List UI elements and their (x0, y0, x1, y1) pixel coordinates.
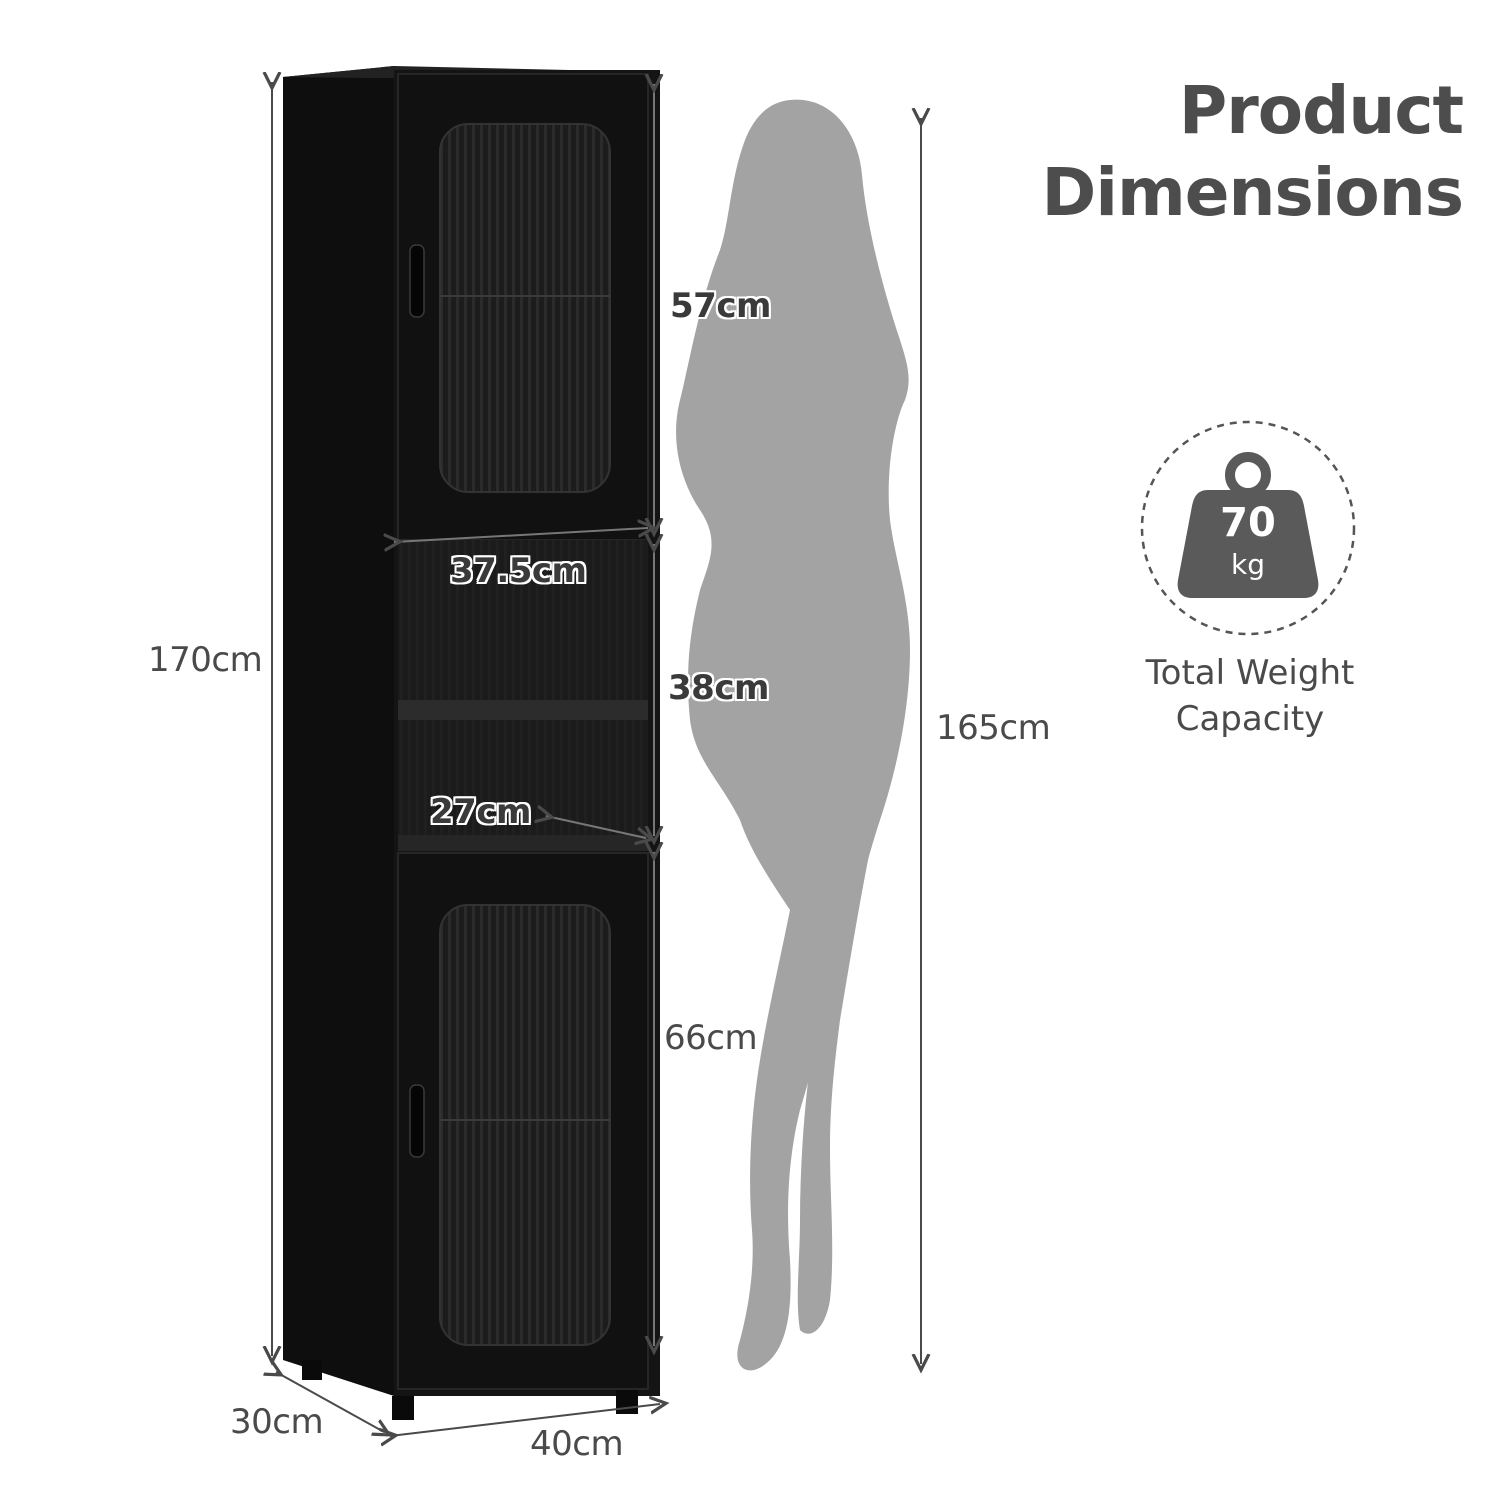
title-line-1: Product (1178, 72, 1464, 149)
top-door-glass (439, 123, 611, 493)
depth-label: 30cm (230, 1402, 324, 1442)
foot (616, 1390, 638, 1414)
middle-section-label: 38cm (668, 668, 769, 708)
weight-caption: Total Weight Capacity (1105, 650, 1395, 742)
foot (302, 1360, 322, 1380)
foot (392, 1396, 414, 1420)
total-height-label: 170cm (148, 640, 263, 680)
middle-divider (398, 835, 648, 851)
width-dimension-line (390, 1404, 660, 1436)
width-label: 40cm (530, 1424, 624, 1464)
shelf-depth-dimension-line (546, 816, 646, 838)
bottom-door-glass (439, 904, 611, 1346)
weight-icon (1177, 452, 1319, 598)
cabinet-side-panel (283, 66, 394, 1396)
depth-dimension-line (276, 1372, 384, 1432)
inner-width-label: 37.5cm (450, 551, 587, 591)
open-shelf (398, 700, 648, 720)
weight-caption-line-1: Total Weight (1145, 653, 1355, 693)
inner-width-dimension-line (394, 528, 648, 542)
weight-value: 70 (1220, 500, 1276, 546)
dashed-circle (1140, 420, 1356, 636)
person-height-label: 165cm (936, 708, 1051, 748)
weight-unit: kg (1231, 548, 1265, 581)
top-section-label: 57cm (670, 286, 771, 326)
top-door-handle (409, 244, 425, 318)
weight-capacity-badge (1140, 420, 1356, 636)
page-title: Product Dimensions (1041, 70, 1464, 234)
person-silhouette (676, 99, 910, 1371)
bottom-door-handle (409, 1084, 425, 1158)
cabinet (283, 66, 660, 1420)
bottom-section-label: 66cm (664, 1018, 758, 1058)
weight-caption-line-2: Capacity (1175, 699, 1325, 739)
title-line-2: Dimensions (1041, 154, 1464, 231)
shelf-depth-label: 27cm (430, 792, 531, 832)
dimension-lines (272, 82, 921, 1436)
